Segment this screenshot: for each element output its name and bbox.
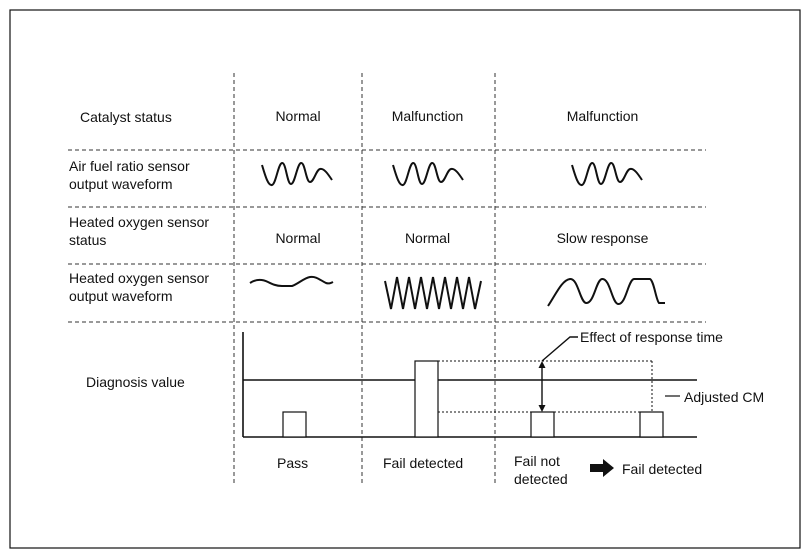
row-label-hos-status: Heated oxygen sensor status [69,214,210,248]
catalyst-col3: Malfunction [566,108,639,124]
afr-waveform-normal [261,161,333,186]
right-arrow-icon [590,459,614,477]
result-pass: Pass [277,455,309,471]
dotted-guides [438,360,653,413]
bar-fail-detected-adjusted [639,411,664,438]
result-fail-not-detected: Fail not detected [514,453,568,487]
afr-waveform-malfunction-1 [392,161,464,186]
catalyst-col1: Normal [275,108,321,124]
column-separators [233,73,496,486]
row-separators [68,149,706,323]
row-label-catalyst: Catalyst status [80,109,172,125]
response-time-arrow [538,336,578,412]
bar-fail-not-detected [530,411,555,438]
hos-status-col1: Normal [275,230,321,246]
hos-status-col2: Normal [404,230,451,246]
diagnosis-plot [242,332,697,438]
bar-fail-detected [414,360,439,438]
hos-waveform-slow [547,278,665,307]
catalyst-col2: Malfunction [391,108,464,124]
hos-status-col3: Slow response [556,230,649,246]
outer-border [9,9,801,549]
bar-pass [282,411,307,438]
result-fail-detected: Fail detected [383,455,464,471]
row-label-diagnosis: Diagnosis value [86,374,185,390]
row-label-hos-wave: Heated oxygen sensor output waveform [69,270,210,304]
afr-waveform-malfunction-2 [571,161,643,186]
annotation-adjusted-cm: Adjusted CM [684,389,765,405]
hos-waveform-malfunction [384,276,482,310]
row-label-afr: Air fuel ratio sensor output waveform [69,158,190,192]
annotation-effect: Effect of response time [580,329,723,345]
hos-waveform-normal [249,275,334,287]
result-fail-detected-final: Fail detected [622,461,703,477]
